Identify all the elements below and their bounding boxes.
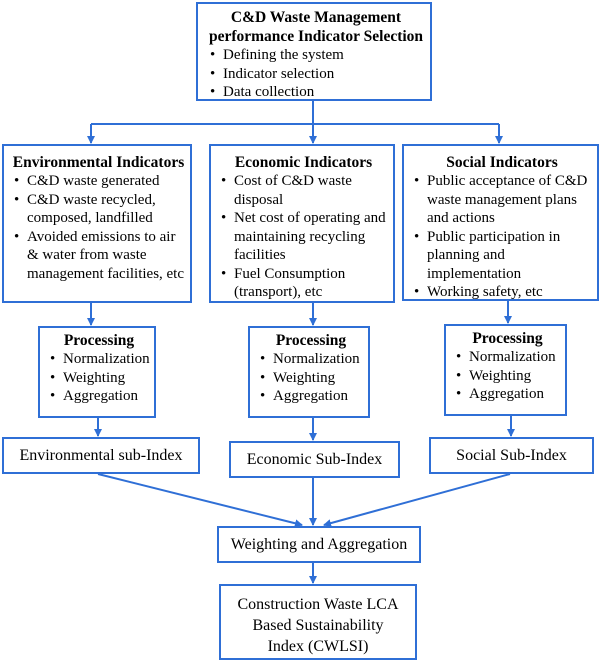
- list-item: Fuel Consumption (transport), etc: [219, 265, 388, 302]
- cwlsi-line-2: Based Sustainability: [252, 617, 384, 634]
- list-item: Avoided emissions to air & water from wa…: [12, 228, 185, 284]
- list-item: Public acceptance of C&D waste managemen…: [412, 172, 592, 228]
- processing-list: Normalization Weighting Aggregation: [454, 348, 561, 404]
- economic-subindex-box: Economic Sub-Index: [229, 441, 400, 478]
- indicator-selection-box: C&D Waste Management performance Indicat…: [196, 2, 432, 101]
- list-item: Working safety, etc: [412, 283, 592, 302]
- list-item: C&D waste generated: [12, 172, 185, 191]
- environmental-subindex-label: Environmental sub-Index: [19, 447, 183, 464]
- list-item: Aggregation: [258, 387, 364, 406]
- cwlsi-line-1: Construction Waste LCA: [237, 596, 399, 613]
- processing-list: Normalization Weighting Aggregation: [48, 350, 150, 406]
- list-item: Data collection: [208, 83, 424, 102]
- economic-indicators-list: Cost of C&D waste disposal Net cost of o…: [219, 172, 388, 302]
- social-subindex-box: Social Sub-Index: [429, 437, 594, 474]
- list-item: Aggregation: [48, 387, 150, 406]
- indicator-selection-list: Defining the system Indicator selection …: [208, 46, 424, 102]
- title-line-2: performance Indicator Selection: [208, 28, 424, 45]
- list-item: Normalization: [258, 350, 364, 369]
- social-subindex-label: Social Sub-Index: [456, 447, 567, 464]
- indicator-selection-title: C&D Waste Management performance Indicat…: [208, 8, 424, 46]
- economic-subindex-label: Economic Sub-Index: [246, 451, 383, 468]
- title-line-1: C&D Waste Management: [230, 9, 402, 26]
- cwlsi-box: Construction Waste LCA Based Sustainabil…: [219, 584, 417, 660]
- social-indicators-list: Public acceptance of C&D waste managemen…: [412, 172, 592, 302]
- list-item: Defining the system: [208, 46, 424, 65]
- processing-title: Processing: [63, 332, 135, 349]
- weighting-aggregation-label: Weighting and Aggregation: [230, 536, 408, 553]
- environmental-indicators-list: C&D waste generated C&D waste recycled, …: [12, 172, 185, 283]
- list-item: Aggregation: [454, 385, 561, 404]
- economic-indicators-box: Economic Indicators Cost of C&D waste di…: [209, 144, 395, 303]
- social-indicators-box: Social Indicators Public acceptance of C…: [402, 144, 599, 301]
- list-item: Weighting: [258, 369, 364, 388]
- weighting-aggregation-box: Weighting and Aggregation: [217, 526, 421, 563]
- list-item: Cost of C&D waste disposal: [219, 172, 388, 209]
- economic-processing-box: Processing Normalization Weighting Aggre…: [248, 326, 370, 418]
- list-item: Net cost of operating and maintaining re…: [219, 209, 388, 265]
- list-item: Indicator selection: [208, 65, 424, 84]
- cwlsi-line-3: Index (CWLSI): [267, 638, 369, 655]
- list-item: Weighting: [454, 367, 561, 386]
- environmental-processing-box: Processing Normalization Weighting Aggre…: [38, 326, 156, 418]
- list-item: Normalization: [454, 348, 561, 367]
- social-processing-box: Processing Normalization Weighting Aggre…: [444, 324, 567, 416]
- environmental-subindex-box: Environmental sub-Index: [2, 437, 200, 474]
- processing-title: Processing: [275, 332, 347, 349]
- economic-indicators-title: Economic Indicators: [234, 154, 373, 171]
- list-item: Normalization: [48, 350, 150, 369]
- list-item: Public participation in planning and imp…: [412, 228, 592, 284]
- social-indicators-title: Social Indicators: [446, 154, 558, 171]
- list-item: Weighting: [48, 369, 150, 388]
- processing-list: Normalization Weighting Aggregation: [258, 350, 364, 406]
- environmental-indicators-box: Environmental Indicators C&D waste gener…: [2, 144, 192, 303]
- list-item: C&D waste recycled, composed, landfilled: [12, 191, 185, 228]
- environmental-indicators-title: Environmental Indicators: [12, 154, 185, 171]
- processing-title: Processing: [472, 330, 543, 347]
